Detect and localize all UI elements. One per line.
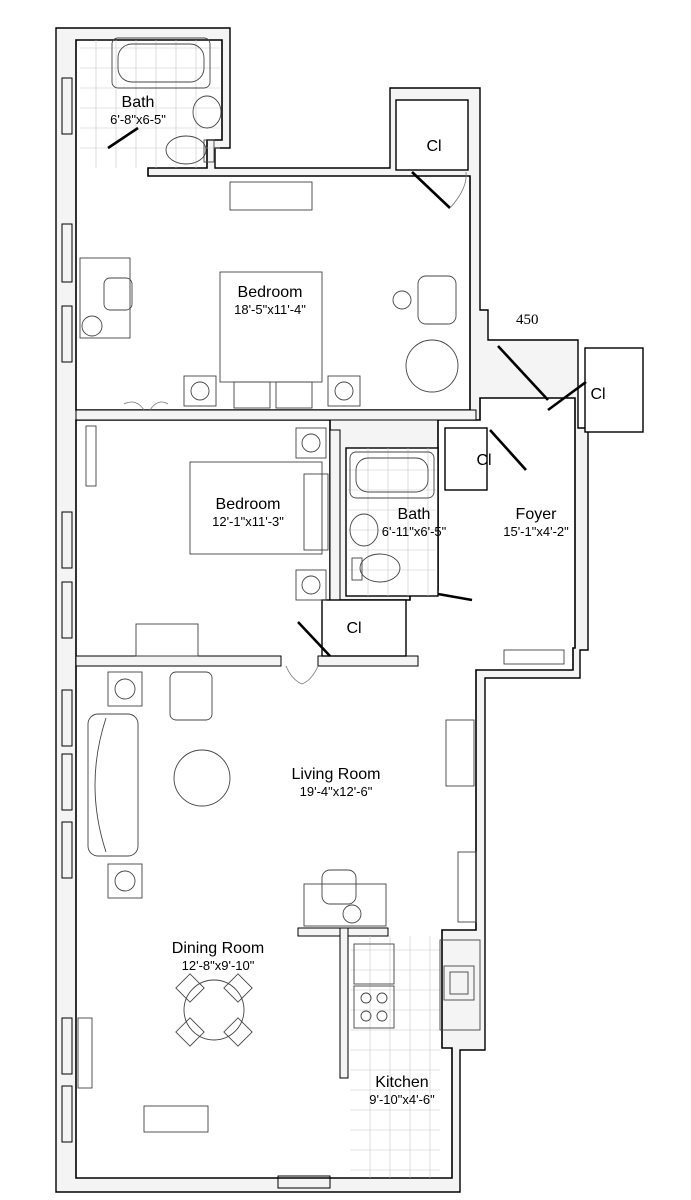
room-dims: 18'-5"x11'-4": [234, 302, 306, 317]
stove-icon: [353, 985, 395, 1029]
room-name: Bedroom: [237, 284, 303, 301]
room-name: Kitchen: [375, 1074, 429, 1091]
bed-icon: [189, 461, 323, 555]
fixtures: [111, 37, 481, 1031]
tile-grids: [80, 40, 440, 1178]
room-name: Bath: [397, 506, 431, 523]
refrigerator-icon: [353, 943, 395, 985]
bathtub-icon: [349, 451, 435, 499]
room-dims: 12'-8"x9'-10": [181, 958, 255, 973]
room-dims: 12'-1"x11'-3": [212, 514, 284, 529]
coffee-table-icon: [173, 749, 231, 807]
room-name: Dining Room: [171, 940, 265, 957]
furniture: [77, 181, 565, 1133]
chair-icon: [417, 275, 457, 325]
doors: [107, 126, 587, 685]
room-name: Foyer: [515, 506, 557, 523]
room-name: Bath: [121, 94, 155, 111]
armchair-icon: [169, 671, 213, 721]
chair-icon: [321, 869, 357, 905]
room-dims: 6'-8"x6-5": [110, 112, 166, 127]
room-name: Bedroom: [215, 496, 281, 513]
kitchen-sink-icon: [443, 965, 475, 1001]
master-bath-label: Bath 6'-8"x6-5": [110, 94, 166, 128]
closet-label: Cl: [346, 620, 362, 637]
windows: [61, 77, 331, 1189]
foyer-label: Foyer 15'-1"x4'-2": [503, 506, 569, 540]
bed-icon: [219, 271, 323, 383]
room-dims: 15'-1"x4'-2": [503, 524, 569, 539]
kitchen-label: Kitchen 9'-10"x4'-6": [369, 1074, 435, 1108]
interior-walls: [75, 99, 644, 1079]
bathtub-icon: [111, 37, 211, 89]
hall-bath-label: Bath 6'-11"x6'-5": [382, 506, 447, 540]
dining-room-label: Dining Room 12'-8"x9'-10": [172, 940, 264, 974]
closet-label: Cl: [426, 138, 442, 155]
chair-icon: [103, 277, 133, 311]
sink-icon: [349, 513, 379, 547]
dining-table-icon: [183, 979, 245, 1041]
sofa-icon: [87, 713, 139, 857]
bedroom-2-label: Bedroom 12'-1"x11'-3": [212, 496, 284, 530]
room-name: Living Room: [291, 766, 381, 783]
room-dims: 6'-11"x6'-5": [381, 524, 447, 539]
sink-icon: [192, 95, 222, 129]
closet-label: Cl: [476, 452, 492, 469]
closet-label: Cl: [590, 386, 606, 403]
toilet-icon: [165, 135, 207, 165]
master-bedroom-label: Bedroom 18'-5"x11'-4": [234, 284, 306, 318]
room-dims: 19'-4"x12'-6": [299, 784, 373, 799]
room-dims: 9'-10"x4'-6": [369, 1092, 435, 1107]
unit-number: 450: [516, 312, 539, 328]
table-icon: [405, 339, 459, 393]
living-room-label: Living Room 19'-4"x12'-6": [292, 766, 381, 800]
toilet-icon: [359, 553, 401, 583]
